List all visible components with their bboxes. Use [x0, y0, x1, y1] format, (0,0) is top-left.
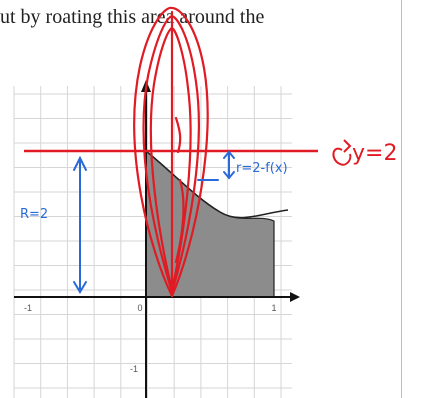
x-tick-label-neg1: -1: [24, 303, 32, 313]
problem-text: ut by roating this area around the: [0, 6, 400, 46]
R-label: R=2: [20, 207, 48, 222]
page-divider: [401, 0, 402, 398]
y-tick-label-neg1: -1: [130, 364, 138, 374]
rotation-arrow-icon: [332, 147, 352, 166]
r-label: r=2-f(x): [236, 161, 288, 176]
x-tick-label-0: 0: [137, 303, 142, 313]
x-tick-label-1: 1: [271, 303, 276, 313]
r-annotation: [197, 150, 235, 181]
rotation-sketch: [133, 6, 209, 298]
x-axis-arrow: [290, 292, 300, 302]
rotation-arrow-head-icon: [343, 139, 352, 153]
problem-text-line: ut by roating this area around the: [0, 6, 265, 28]
R-annotation: [73, 155, 87, 294]
line-label: y=2: [352, 141, 397, 166]
curve-f: [145, 150, 289, 219]
